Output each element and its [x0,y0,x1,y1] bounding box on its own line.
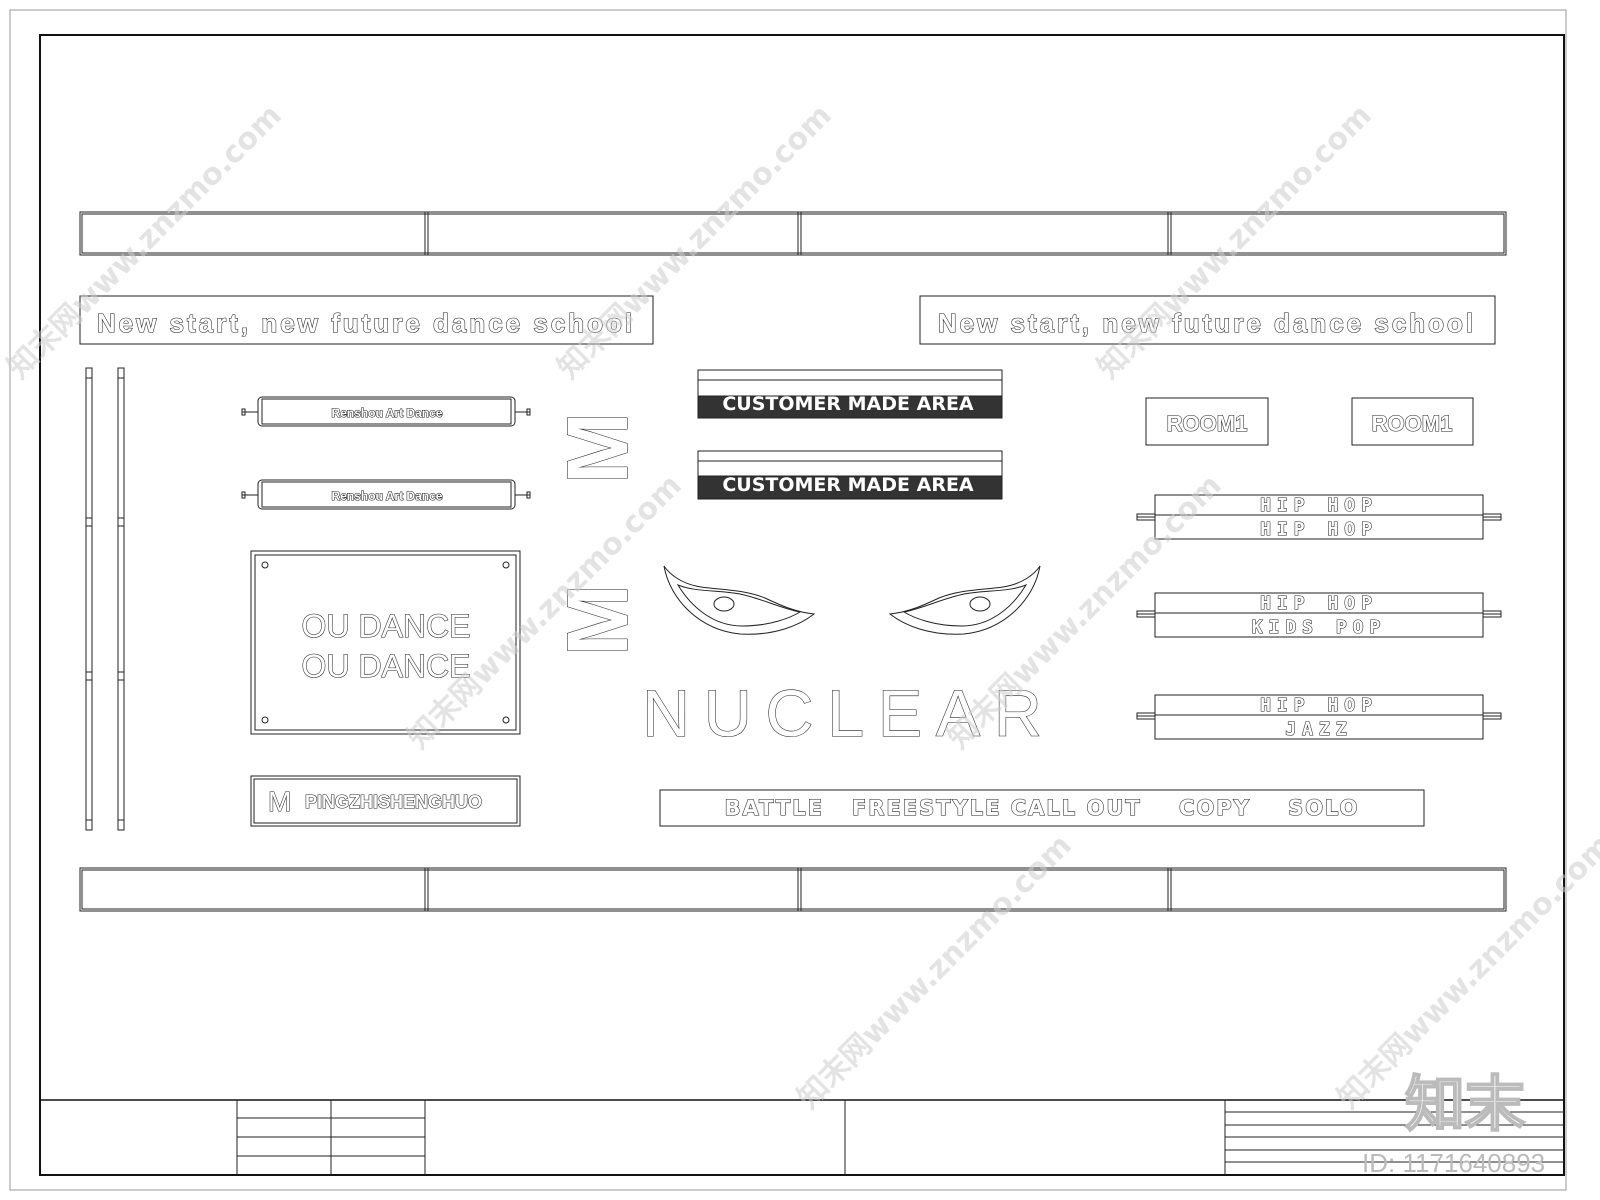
ou-dance-plate: OU DANCE OU DANCE [250,550,521,735]
dance-bar-2: HIP HOP KIDS POP [1136,592,1502,639]
slogan-plate-left: New start, new future dance school [79,295,654,345]
title-block [40,1099,1564,1175]
slogan-plate-right: New start, new future dance school [919,295,1496,345]
nuclear-text: NUCLEAR [642,676,1055,750]
renshou-label-2: Renshou Art Dance [332,489,443,503]
watermark-2: 知末网www.znzmo.com [551,98,839,386]
watermark-1: 知末网www.znzmo.com [1,98,289,386]
top-long-bar [79,211,1507,256]
bottom-long-bar [79,867,1507,912]
watermark-3: 知末网www.znzmo.com [1091,98,1379,386]
dance-bar-3-line-1: HIP HOP [1260,695,1378,716]
vertical-rods [85,367,125,831]
screw-icon [502,561,510,569]
slogan-right-text: New start, new future dance school [938,308,1476,338]
left-eye-icon [663,565,816,635]
dance-bar-2-line-1: HIP HOP [1260,593,1378,614]
customer-area-plate-1: CUSTOMER MADE AREA [697,369,1003,419]
renshou-rod-1: Renshou Art Dance [241,396,531,427]
dance-bar-1: HIP HOP HIP HOP [1136,494,1502,541]
dance-bar-3-line-2: JAZZ [1285,719,1352,740]
screw-icon [261,716,269,724]
watermark-5: 知末网www.znzmo.com [941,468,1229,756]
screw-icon [261,561,269,569]
watermark-6: 知末网www.znzmo.com [791,828,1079,1116]
room-plate-1: ROOM1 [1145,397,1269,446]
eyes-graphic [663,565,1041,635]
room-text-2: ROOM1 [1372,411,1453,436]
ou-dance-line-2: OU DANCE [302,648,471,684]
ou-dance-line-1: OU DANCE [302,608,471,644]
room-plate-2: ROOM1 [1351,397,1474,446]
m-glyph-1: M [550,412,646,484]
customer-area-text-2: CUSTOMER MADE AREA [722,474,974,496]
slogan-left-text: New start, new future dance school [97,308,635,338]
m-glyph-2: M [550,584,646,656]
dance-bar-2-line-2: KIDS POP [1252,617,1387,638]
brand-plate-m: M [268,786,291,817]
drawing-frame [39,34,1565,1176]
renshou-rod-2: Renshou Art Dance [241,479,531,510]
battle-bar-text: BATTLE FREESTYLE CALL OUT COPY SOLO [724,796,1359,820]
battle-bar: BATTLE FREESTYLE CALL OUT COPY SOLO [659,789,1425,827]
znzmo-logo: 知末 [1405,1070,1525,1140]
screw-icon [502,716,510,724]
outer-sheet-border [9,9,1567,1191]
brand-plate-text: PINGZHISHENGHUO [305,792,482,812]
customer-area-text-1: CUSTOMER MADE AREA [722,393,974,415]
renshou-label-1: Renshou Art Dance [332,406,443,420]
brand-plate: M PINGZHISHENGHUO [250,775,521,827]
dance-bar-1-line-2: HIP HOP [1260,519,1378,540]
id-label: ID: 1171640893 [1362,1148,1545,1178]
right-eye-icon [888,565,1041,635]
dance-bar-3: HIP HOP JAZZ [1136,694,1502,741]
room-text-1: ROOM1 [1167,411,1248,436]
dance-bar-1-line-1: HIP HOP [1260,495,1378,516]
customer-area-plate-2: CUSTOMER MADE AREA [697,450,1003,500]
